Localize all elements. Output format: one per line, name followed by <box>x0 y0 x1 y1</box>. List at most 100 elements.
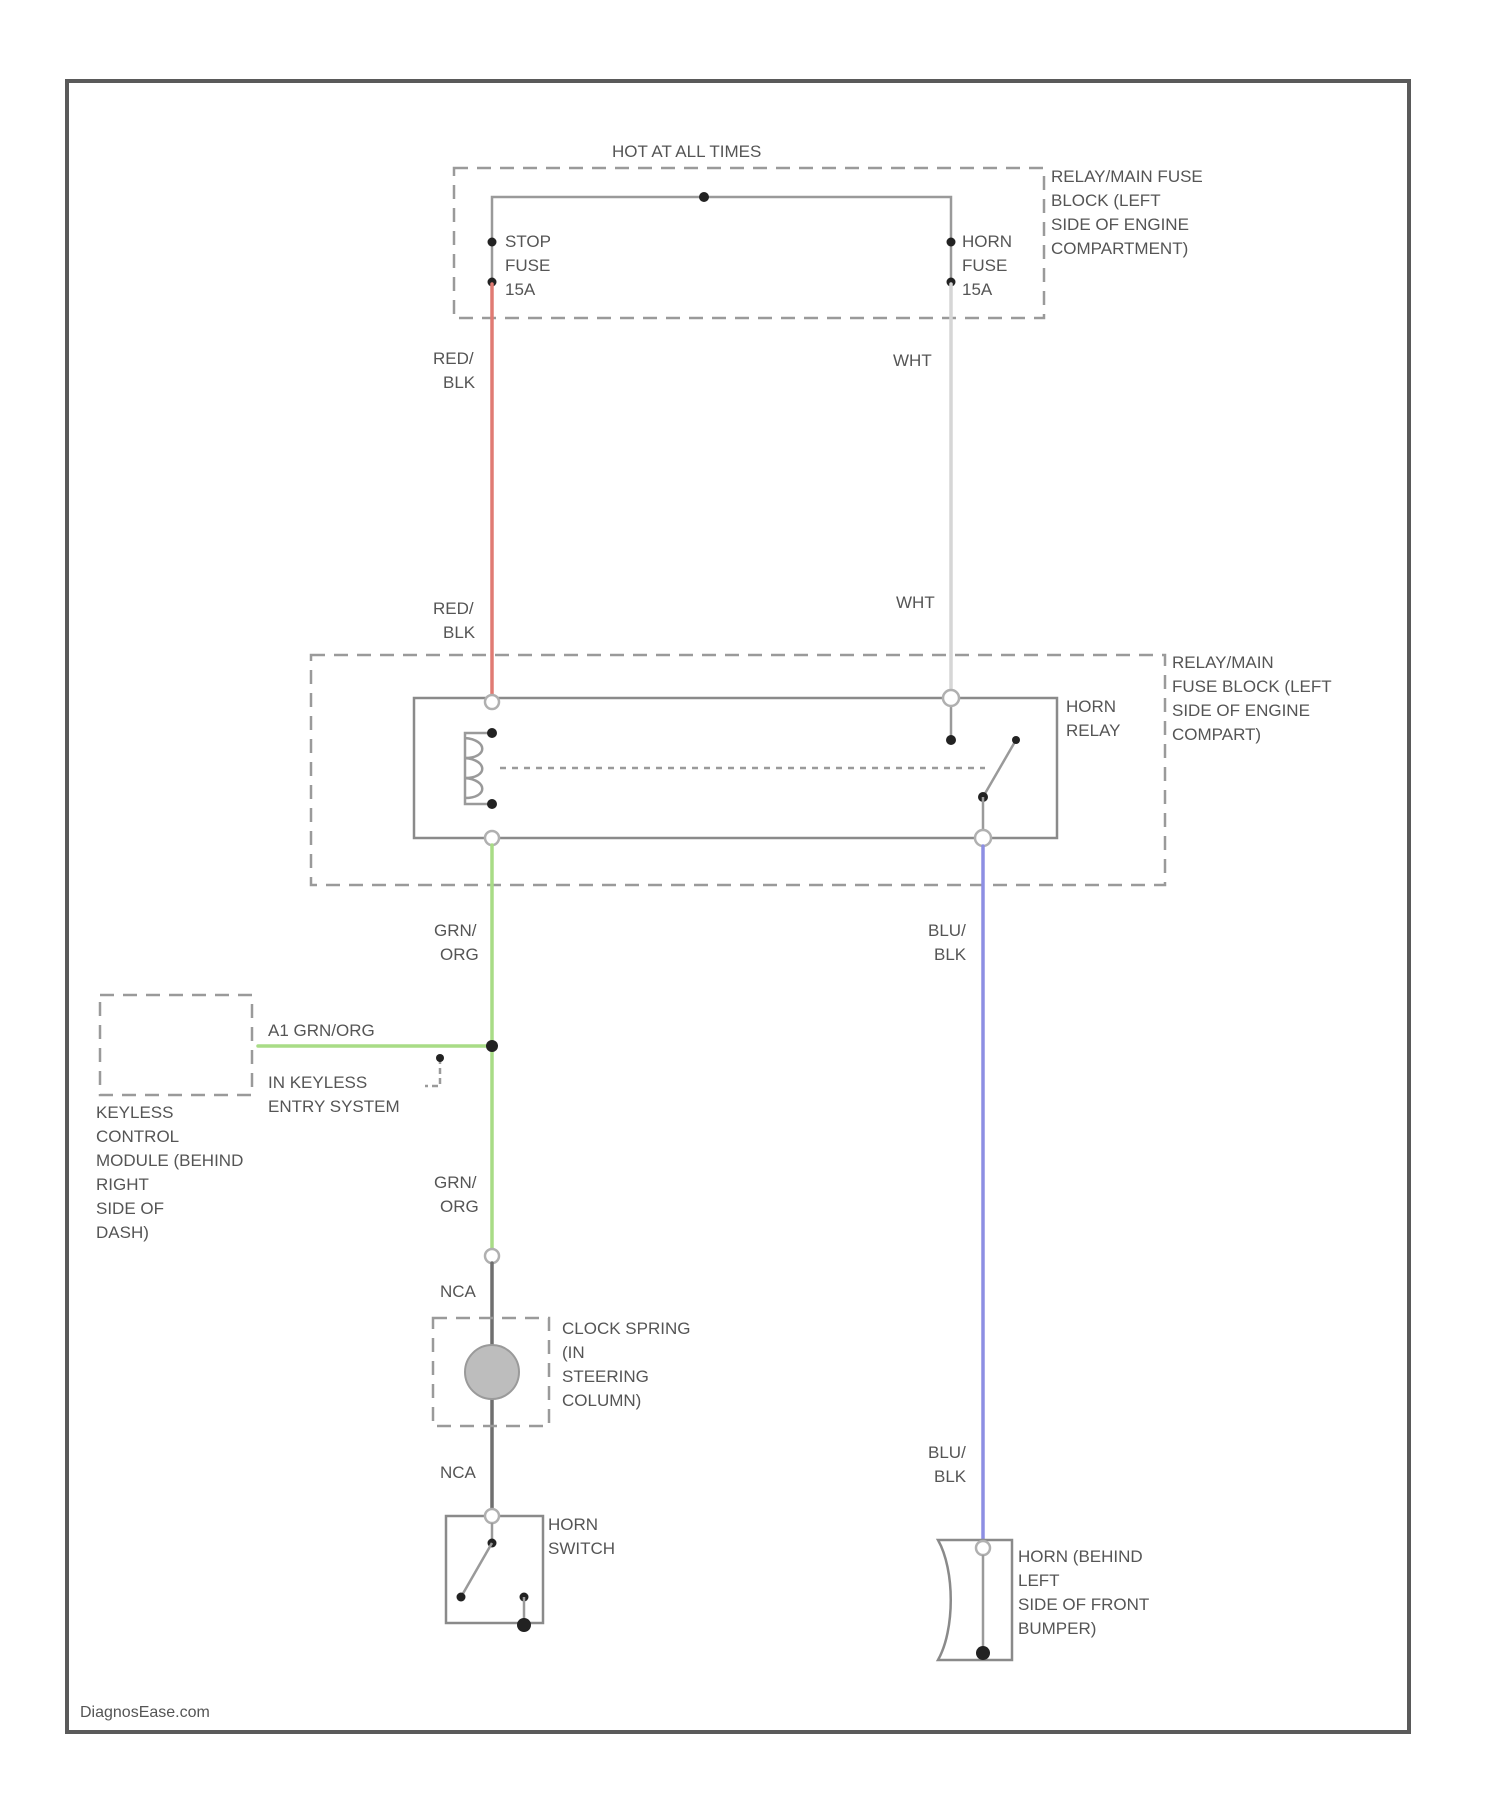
blu-blk-lower-line-2: BLK <box>934 1467 967 1486</box>
relay-coil-terminal-top <box>487 728 497 738</box>
stop-fuse-line-3: 15A <box>505 280 536 299</box>
red-blk-label-upper: RED/ BLK <box>433 349 476 392</box>
relay-coil <box>465 733 492 804</box>
stop-fuse-line-2: FUSE <box>505 256 550 275</box>
keyless-module-line-2: CONTROL <box>96 1127 179 1146</box>
horn-switch-arm <box>461 1543 492 1597</box>
splice-junction <box>486 1040 498 1052</box>
steering-connector <box>485 1249 499 1263</box>
horn-fuse-line-2: FUSE <box>962 256 1007 275</box>
relay-fuse-block-line-2: FUSE BLOCK (LEFT <box>1172 677 1332 696</box>
horn-fuse-line-3: 15A <box>962 280 993 299</box>
grn-org-lower-line-1: GRN/ <box>434 1173 477 1192</box>
relay-fuse-block-line-3: SIDE OF ENGINE <box>1172 701 1310 720</box>
keyless-reference-dot <box>436 1054 444 1062</box>
horn-line-3: SIDE OF FRONT <box>1018 1595 1149 1614</box>
nca-label-upper: NCA <box>440 1282 477 1301</box>
blu-blk-lower-line-1: BLU/ <box>928 1443 966 1462</box>
keyless-module-line-5: SIDE OF <box>96 1199 164 1218</box>
relay-fuse-block <box>311 655 1165 885</box>
red-blk-upper-line-1: RED/ <box>433 349 474 368</box>
horn-switch-ground <box>517 1618 531 1632</box>
relay-arm-tip <box>1012 736 1020 744</box>
clock-spring-label: CLOCK SPRING (IN STEERING COLUMN) <box>562 1319 690 1410</box>
relay-connector-bottom-right <box>975 830 991 846</box>
fuse-block-top-line-2: BLOCK (LEFT <box>1051 191 1161 210</box>
keyless-control-module <box>100 995 252 1095</box>
horn-line-2: LEFT <box>1018 1571 1060 1590</box>
diagram-frame <box>67 81 1409 1732</box>
hot-at-all-times-label: HOT AT ALL TIMES <box>612 142 761 161</box>
horn-fuse-label: HORN FUSE 15A <box>962 232 1012 299</box>
grn-org-label-upper: GRN/ ORG <box>434 921 479 964</box>
blu-blk-upper-line-2: BLK <box>934 945 967 964</box>
red-blk-lower-line-1: RED/ <box>433 599 474 618</box>
fuse-block-top-line-3: SIDE OF ENGINE <box>1051 215 1189 234</box>
horn-switch-line-2: SWITCH <box>548 1539 615 1558</box>
stop-fuse-label: STOP FUSE 15A <box>505 232 551 299</box>
clock-spring-line-2: (IN <box>562 1343 585 1362</box>
horn-fuse-terminal-top <box>947 238 956 247</box>
nca-label-lower: NCA <box>440 1463 477 1482</box>
stop-fuse-line-1: STOP <box>505 232 551 251</box>
horn-line-4: BUMPER) <box>1018 1619 1096 1638</box>
relay-fuse-block-label: RELAY/MAIN FUSE BLOCK (LEFT SIDE OF ENGI… <box>1172 653 1332 744</box>
keyless-module-line-1: KEYLESS <box>96 1103 174 1122</box>
red-blk-label-lower: RED/ BLK <box>433 599 476 642</box>
horn-fuse-line-1: HORN <box>962 232 1012 251</box>
blu-blk-label-lower: BLU/ BLK <box>928 1443 967 1486</box>
keyless-reference-bracket <box>425 1058 440 1086</box>
keyless-reference-line-2: ENTRY SYSTEM <box>268 1097 400 1116</box>
relay-connector-bottom-left <box>485 831 499 845</box>
blu-blk-label-upper: BLU/ BLK <box>928 921 967 964</box>
fuse-block-top-line-4: COMPARTMENT) <box>1051 239 1188 258</box>
horn-switch-label: HORN SWITCH <box>548 1515 615 1558</box>
relay-connector-top-right <box>943 690 959 706</box>
keyless-module-line-4: RIGHT <box>96 1175 149 1194</box>
horn-relay-line-1: HORN <box>1066 697 1116 716</box>
relay-switch-arm <box>983 740 1016 797</box>
horn-relay-line-2: RELAY <box>1066 721 1121 740</box>
keyless-control-module-label: KEYLESS CONTROL MODULE (BEHIND RIGHT SID… <box>96 1103 243 1242</box>
horn-switch-arm-tip <box>457 1593 466 1602</box>
keyless-reference-line-1: IN KEYLESS <box>268 1073 367 1092</box>
relay-coil-terminal-bottom <box>487 799 497 809</box>
horn-label: HORN (BEHIND LEFT SIDE OF FRONT BUMPER) <box>1018 1547 1149 1638</box>
grn-org-label-lower: GRN/ ORG <box>434 1173 479 1216</box>
stop-fuse-terminal-top <box>488 238 497 247</box>
horn-switch-connector <box>485 1509 499 1523</box>
horn-connector <box>976 1541 990 1555</box>
wht-label-lower: WHT <box>896 593 935 612</box>
horn-ground <box>976 1646 990 1660</box>
power-bus <box>492 197 951 282</box>
horn-relay-label: HORN RELAY <box>1066 697 1121 740</box>
keyless-module-line-3: MODULE (BEHIND <box>96 1151 243 1170</box>
grn-org-upper-line-1: GRN/ <box>434 921 477 940</box>
horn-line-1: HORN (BEHIND <box>1018 1547 1143 1566</box>
relay-fuse-block-line-4: COMPART) <box>1172 725 1261 744</box>
bus-junction <box>699 192 709 202</box>
relay-connector-top-left <box>485 695 499 709</box>
red-blk-lower-line-2: BLK <box>443 623 476 642</box>
fuse-block-top-line-1: RELAY/MAIN FUSE <box>1051 167 1203 186</box>
watermark: DiagnosEase.com <box>80 1704 210 1721</box>
keyless-module-line-6: DASH) <box>96 1223 149 1242</box>
fuse-block-top-label: RELAY/MAIN FUSE BLOCK (LEFT SIDE OF ENGI… <box>1051 167 1203 258</box>
blu-blk-upper-line-1: BLU/ <box>928 921 966 940</box>
grn-org-upper-line-2: ORG <box>440 945 479 964</box>
horn-symbol <box>938 1540 1012 1660</box>
clock-spring-line-3: STEERING <box>562 1367 649 1386</box>
red-blk-upper-line-2: BLK <box>443 373 476 392</box>
clock-spring-symbol <box>465 1345 519 1399</box>
wht-label-upper: WHT <box>893 351 932 370</box>
horn-switch-line-1: HORN <box>548 1515 598 1534</box>
relay-fixed-contact <box>946 735 956 745</box>
grn-org-lower-line-2: ORG <box>440 1197 479 1216</box>
relay-fuse-block-line-1: RELAY/MAIN <box>1172 653 1274 672</box>
keyless-wire-label: A1 GRN/ORG <box>268 1021 375 1040</box>
clock-spring-line-4: COLUMN) <box>562 1391 641 1410</box>
keyless-reference-label: IN KEYLESS ENTRY SYSTEM <box>268 1073 400 1116</box>
horn-switch <box>446 1516 543 1623</box>
clock-spring-line-1: CLOCK SPRING <box>562 1319 690 1338</box>
